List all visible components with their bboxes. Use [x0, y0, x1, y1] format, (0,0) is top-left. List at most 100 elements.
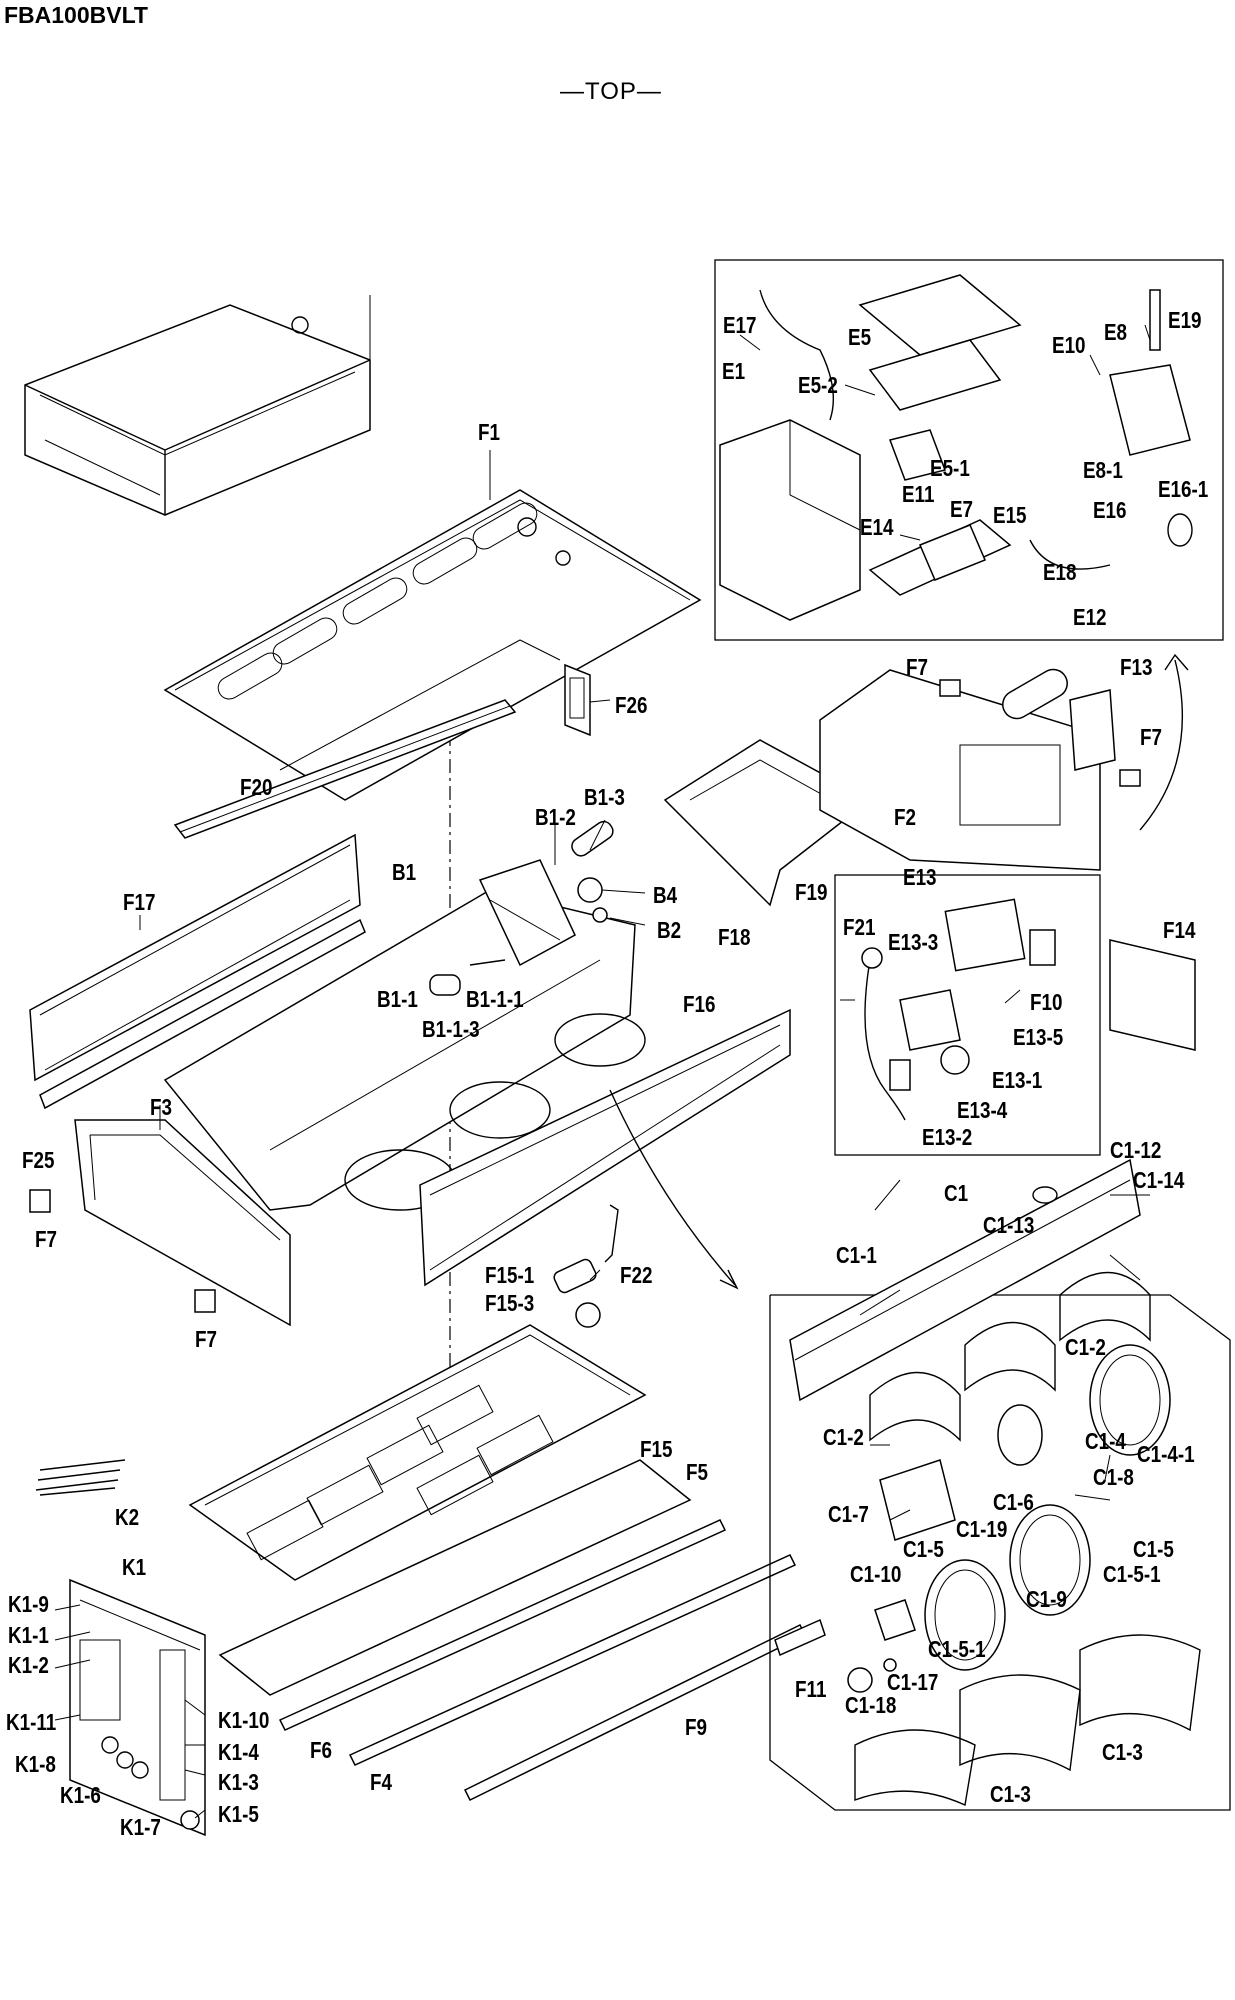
- callout-E12: E12: [1073, 605, 1107, 630]
- callout-labels: F1 F2 F3 F4 F5 F6 F7 F7 F7 F7 F9 F10 F11…: [6, 308, 1209, 1840]
- callout-C1-18: C1-18: [845, 1693, 897, 1718]
- part-B1-1-3: [429, 974, 461, 996]
- callout-E8: E8: [1104, 320, 1127, 345]
- callout-F11: F11: [795, 1677, 827, 1702]
- screws-K2: [35, 1459, 126, 1496]
- callout-E19: E19: [1168, 308, 1202, 333]
- part-F15-3: [575, 1302, 601, 1328]
- callout-C1-5-1-right: C1-5-1: [1103, 1562, 1161, 1587]
- drain-pan-F15: [188, 1324, 647, 1581]
- callout-K1-11: K1-11: [6, 1710, 57, 1735]
- rail-F20: [173, 699, 517, 839]
- callout-E13-1: E13-1: [992, 1068, 1043, 1093]
- callout-C1-14: C1-14: [1133, 1168, 1185, 1193]
- callout-F7-right: F7: [1140, 725, 1162, 750]
- callout-C1-1: C1-1: [836, 1243, 877, 1268]
- callout-C1-9: C1-9: [1026, 1587, 1067, 1612]
- callout-F3: F3: [150, 1095, 172, 1120]
- complete-unit-drawing: [24, 295, 371, 516]
- bearing-B4: [577, 877, 603, 903]
- part-E19: [1149, 289, 1161, 351]
- callout-F20: F20: [240, 775, 272, 800]
- callout-E13: E13: [903, 865, 937, 890]
- callout-F22: F22: [620, 1263, 652, 1288]
- callout-E15: E15: [993, 503, 1027, 528]
- callout-F4: F4: [370, 1770, 392, 1795]
- callout-F2: F2: [894, 805, 916, 830]
- callout-B1-3: B1-3: [584, 785, 625, 810]
- callout-E5: E5: [848, 325, 871, 350]
- callout-K1-6: K1-6: [60, 1783, 101, 1808]
- callout-B2: B2: [657, 918, 681, 943]
- callout-F7-lower: F7: [195, 1327, 217, 1352]
- callout-C1-4-1: C1-4-1: [1137, 1442, 1195, 1467]
- e13-box-frame: [834, 874, 1101, 1156]
- callout-C1-3-bottom: C1-3: [990, 1782, 1031, 1807]
- callout-C1-5-right: C1-5: [1133, 1537, 1174, 1562]
- arrow-to-fan-box: [609, 1089, 736, 1286]
- callout-C1-10: C1-10: [850, 1562, 901, 1587]
- callout-K1-9: K1-9: [8, 1592, 49, 1617]
- strip-F6: [278, 1519, 727, 1731]
- callout-C1-5-1-left: C1-5-1: [928, 1637, 986, 1662]
- fan-parts-C1: [789, 1158, 1201, 1807]
- fan-box-frame: [769, 1294, 1231, 1811]
- callout-K1-10: K1-10: [218, 1708, 269, 1733]
- callout-B1-1: B1-1: [377, 987, 418, 1012]
- part-drawings: [24, 259, 1231, 1837]
- callout-E11: E11: [902, 482, 935, 507]
- callout-C1-8: C1-8: [1093, 1465, 1134, 1490]
- callout-K1-4: K1-4: [218, 1740, 259, 1765]
- callout-E16: E16: [1093, 498, 1127, 523]
- callout-F26: F26: [615, 693, 647, 718]
- callout-F15: F15: [640, 1437, 673, 1462]
- callout-F15-1: F15-1: [485, 1263, 535, 1288]
- callout-C1-17: C1-17: [887, 1670, 938, 1695]
- washer-B2: [592, 907, 608, 923]
- callout-F25: F25: [22, 1148, 55, 1173]
- callout-E13-4: E13-4: [957, 1098, 1008, 1123]
- callout-C1-6: C1-6: [993, 1490, 1034, 1515]
- callout-K1-5: K1-5: [218, 1802, 259, 1827]
- callout-K1-7: K1-7: [120, 1815, 161, 1840]
- clip-F7-mid: [194, 1289, 216, 1313]
- callout-E1: E1: [722, 359, 745, 384]
- callout-E7: E7: [950, 497, 973, 522]
- callout-F7-left: F7: [35, 1227, 57, 1252]
- callout-F10: F10: [1030, 990, 1062, 1015]
- callout-K1-8: K1-8: [15, 1752, 56, 1777]
- callout-F15-3: F15-3: [485, 1291, 534, 1316]
- strip-F4: [463, 1623, 807, 1802]
- leader-lines: [54, 324, 1151, 1819]
- part-F11: [774, 1618, 826, 1657]
- panel-F16: [419, 1008, 791, 1287]
- callout-E10: E10: [1052, 333, 1086, 358]
- side-panel-F3: [74, 1119, 291, 1327]
- electrical-parts-E: [719, 274, 1193, 621]
- callout-E8-1: E8-1: [1083, 458, 1123, 483]
- rod-F22: [604, 1204, 619, 1263]
- callout-F21: F21: [843, 915, 876, 940]
- callout-B1-2: B1-2: [535, 805, 576, 830]
- callout-K1-3: K1-3: [218, 1770, 259, 1795]
- callout-F18: F18: [718, 925, 751, 950]
- part-F15-1: [553, 1258, 597, 1294]
- callout-E5-1: E5-1: [930, 456, 970, 481]
- callout-K1-2: K1-2: [8, 1653, 49, 1678]
- callout-E13-3: E13-3: [888, 930, 938, 955]
- panel-F14: [1109, 939, 1196, 1051]
- bracket-F26: [564, 663, 591, 737]
- callout-E17: E17: [723, 313, 757, 338]
- strip-F25: [39, 918, 366, 1110]
- callout-C1-13: C1-13: [983, 1213, 1034, 1238]
- callout-F14: F14: [1163, 918, 1196, 943]
- callout-C1-4: C1-4: [1085, 1429, 1126, 1454]
- part-B1-3: [571, 820, 614, 857]
- callout-C1-2-top: C1-2: [1065, 1335, 1106, 1360]
- callout-C1-5-left: C1-5: [903, 1537, 944, 1562]
- callout-C1: C1: [944, 1181, 968, 1206]
- callout-F13: F13: [1120, 655, 1152, 680]
- callout-F6: F6: [310, 1738, 332, 1763]
- bottom-panel-F5: [218, 1459, 692, 1696]
